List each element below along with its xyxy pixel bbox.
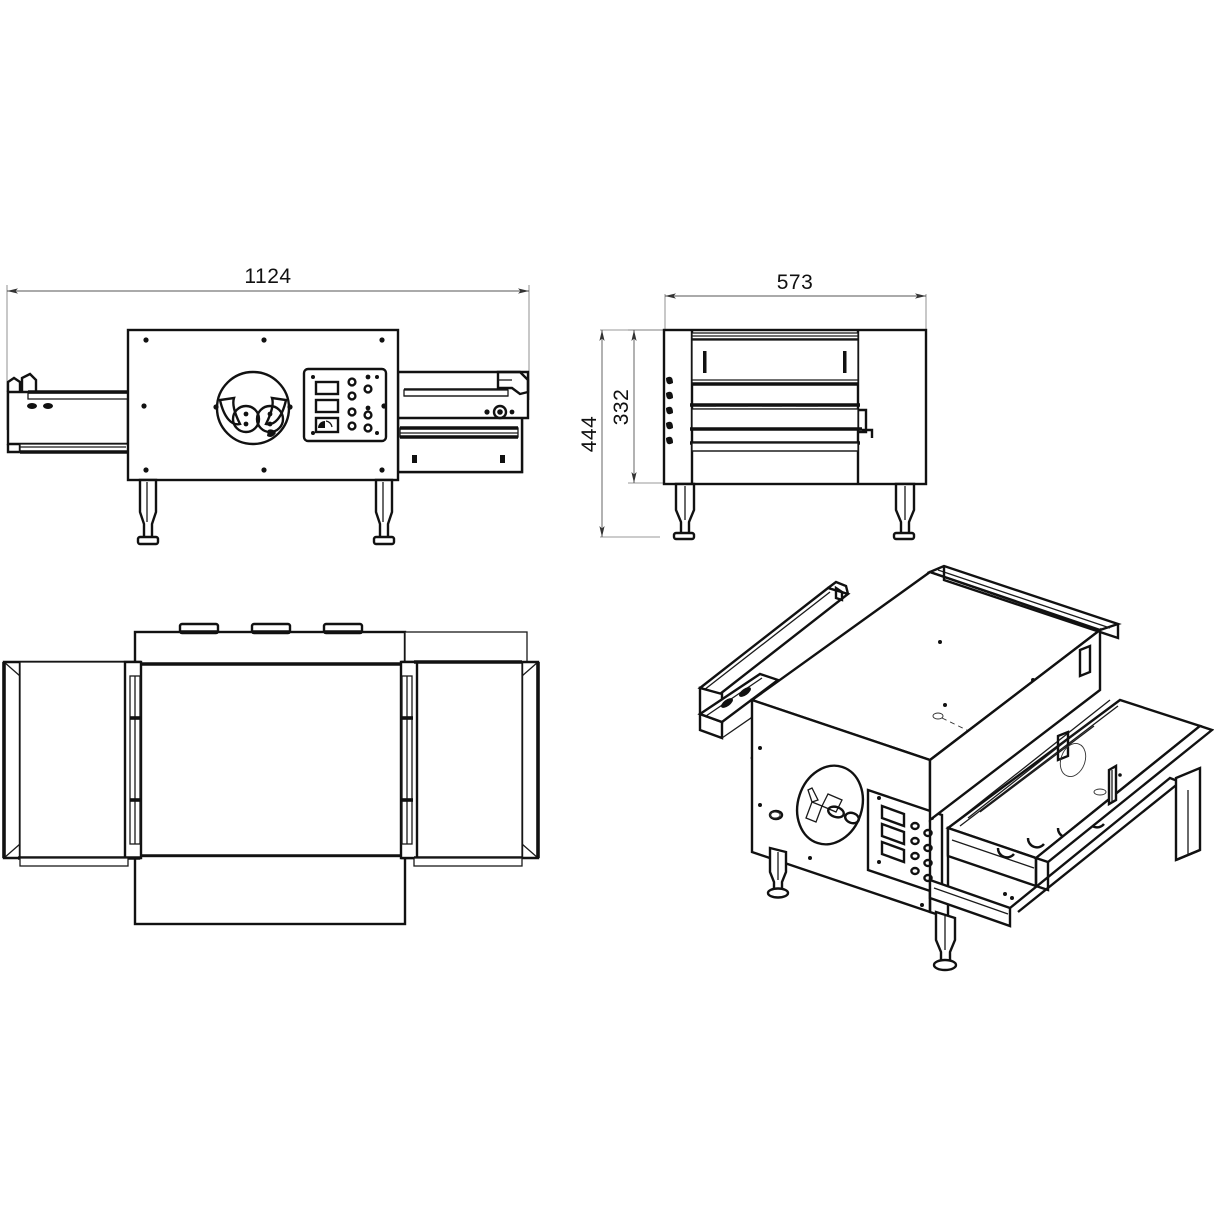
iso-panel-button[interactable]	[910, 866, 920, 876]
screw	[261, 467, 267, 473]
upper-chamber-slots	[703, 351, 847, 373]
panel-screw	[311, 431, 315, 435]
panel-button[interactable]	[347, 407, 357, 417]
dimension-label-444: 444	[578, 416, 601, 453]
iso-panel-button[interactable]	[923, 858, 933, 868]
plan-rear-panel	[133, 622, 528, 666]
iso-panel-button[interactable]	[910, 821, 920, 831]
iso-front-face	[750, 698, 944, 914]
side-crumb-tray	[690, 441, 860, 452]
iso-control-panel[interactable]	[866, 788, 944, 897]
display-speed[interactable]	[314, 416, 340, 434]
panel-button[interactable]	[347, 421, 357, 431]
iso-panel-button[interactable]	[923, 843, 933, 853]
screw	[143, 467, 149, 473]
dimension-label-332: 332	[610, 389, 633, 426]
dimension-label-1124: 1124	[244, 265, 291, 288]
front-oven-body	[126, 328, 400, 482]
display-upper[interactable]	[314, 380, 340, 396]
panel-screw	[375, 431, 379, 435]
iso-display-upper[interactable]	[880, 804, 906, 828]
dimension-label-573: 573	[777, 271, 814, 294]
screw	[143, 337, 149, 343]
indicator-light	[365, 374, 371, 380]
panel-screw	[311, 375, 315, 379]
iso-conveyor-bed	[928, 698, 1214, 928]
panel-button[interactable]	[347, 391, 357, 401]
side-leg-right	[892, 482, 916, 541]
iso-top-face	[749, 564, 1122, 762]
dimension-body-height: 332	[610, 329, 666, 484]
front-control-panel[interactable]	[302, 367, 388, 443]
iso-panel-button[interactable]	[923, 828, 933, 838]
front-leg-left	[136, 478, 160, 546]
indicator-light	[365, 405, 371, 411]
iso-panel-button[interactable]	[910, 836, 920, 846]
view-side-elevation: 573 444 332	[578, 271, 928, 541]
panel-button[interactable]	[363, 384, 373, 394]
iso-display-speed[interactable]	[880, 840, 906, 864]
dimension-overall-depth: 573	[664, 271, 927, 330]
view-isometric	[697, 564, 1214, 972]
dimension-overall-length: 1124	[6, 265, 530, 430]
front-leg-right	[372, 478, 396, 546]
screw	[379, 337, 385, 343]
screw	[379, 467, 385, 473]
front-right-conveyor	[396, 370, 530, 474]
plan-right-conveyor	[399, 660, 540, 867]
front-blower-assembly	[213, 370, 293, 446]
screw	[141, 403, 147, 409]
iso-leg-left	[766, 846, 790, 899]
iso-panel-button[interactable]	[910, 851, 920, 861]
side-vent-louvres	[666, 376, 673, 445]
iso-panel-button[interactable]	[923, 873, 933, 883]
panel-button[interactable]	[363, 423, 373, 433]
iso-leg-front	[932, 910, 958, 972]
screw	[261, 337, 267, 343]
plan-top-panel	[138, 662, 404, 858]
plan-front-panel	[133, 854, 407, 926]
view-front-elevation: 1124	[6, 265, 530, 546]
view-plan	[2, 622, 540, 926]
front-left-conveyor	[6, 372, 130, 454]
side-leg-left	[672, 482, 696, 541]
iso-outfeed-support	[1174, 766, 1202, 862]
side-conveyor-slot	[690, 403, 874, 438]
panel-button[interactable]	[347, 377, 357, 387]
iso-display-lower[interactable]	[880, 822, 906, 846]
plan-left-conveyor	[2, 660, 143, 867]
display-lower[interactable]	[314, 398, 340, 414]
iso-infeed-rail	[697, 580, 851, 761]
panel-screw	[375, 375, 379, 379]
panel-button[interactable]	[363, 410, 373, 420]
side-oven-body	[662, 328, 928, 486]
